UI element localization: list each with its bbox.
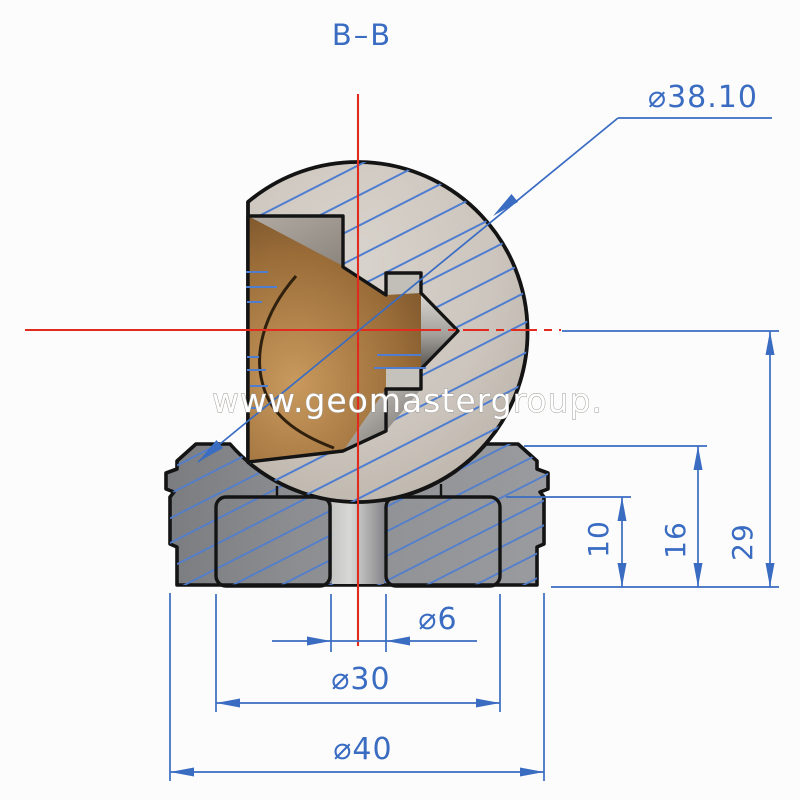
arrowhead [170, 767, 194, 777]
watermark-text: www.geomastergroup. [212, 381, 603, 420]
arrowhead [617, 563, 627, 587]
dim-base-diameter: ⌀40 [169, 593, 545, 781]
section-stub-marks [246, 271, 426, 409]
center-height-label: 29 [726, 523, 759, 561]
arrowhead [216, 698, 240, 708]
arrowhead [693, 563, 703, 587]
cavity-silhouette [258, 275, 335, 450]
dim-height-29: 29 [551, 330, 779, 588]
arrowhead [386, 636, 410, 646]
arrowhead [493, 194, 518, 216]
arrowhead [476, 698, 500, 708]
pocket-diameter-label: ⌀30 [331, 662, 390, 697]
centerlines [25, 94, 561, 646]
dim-height-10: 10 [506, 496, 631, 587]
bore-diameter-label: ⌀6 [418, 602, 457, 637]
ball-diameter-label: ⌀38.10 [648, 80, 758, 115]
section-label: B–B [332, 18, 392, 52]
arrowhead [765, 563, 775, 587]
bore-step-facet [386, 273, 421, 295]
housing-height-label: 16 [659, 521, 692, 559]
arrowhead [617, 497, 627, 521]
dim-height-16: 16 [524, 445, 707, 587]
arrowhead [307, 636, 331, 646]
right-pocket-outline [384, 495, 502, 588]
left-pocket-outline [214, 495, 332, 588]
cut-top-facet [248, 216, 343, 266]
arrowhead [765, 331, 775, 355]
dim-pocket-diameter: ⌀30 [215, 594, 501, 712]
base-diameter-label: ⌀40 [333, 732, 392, 767]
arrowhead [520, 767, 544, 777]
lower-step-facet [386, 369, 421, 389]
ball-section [246, 160, 530, 504]
dim-ball-diameter: ⌀38.10 [197, 80, 772, 463]
pocket-depth-label: 10 [582, 520, 615, 558]
arrowhead [693, 446, 703, 470]
arrowhead [198, 440, 223, 462]
dim-bore-diameter: ⌀6 [272, 594, 477, 652]
lower-wedge-facet [343, 389, 421, 451]
